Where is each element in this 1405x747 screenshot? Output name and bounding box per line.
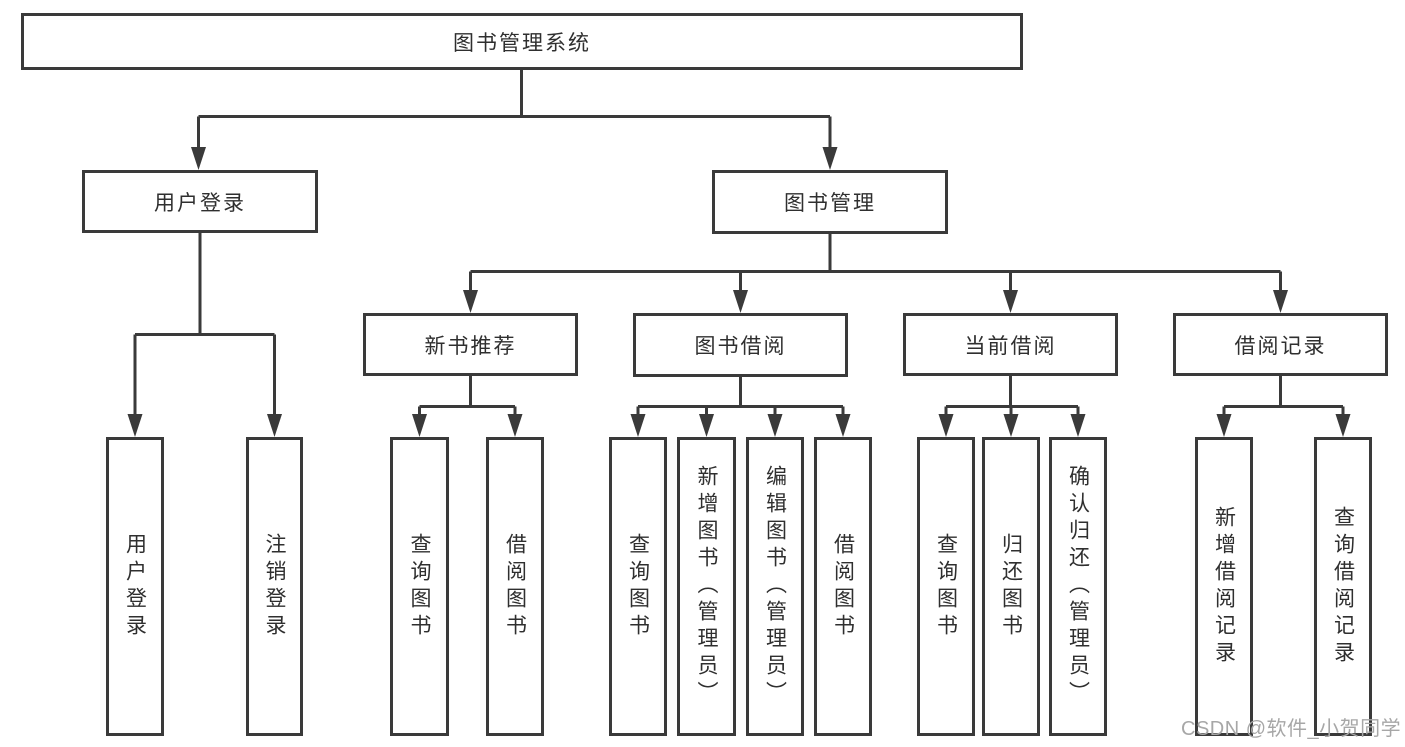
leaf-label: 确认归还（管理员） [1066, 465, 1090, 708]
leaf-query-books-current: 查询图书 [917, 437, 975, 736]
leaf-label: 注销登录 [263, 532, 286, 641]
node-user-login: 用户登录 [82, 170, 318, 233]
node-label: 图书借阅 [694, 335, 787, 358]
leaf-label: 借阅图书 [503, 532, 527, 641]
leaf-label: 查询借阅记录 [1331, 505, 1355, 668]
leaf-label: 查询图书 [626, 532, 650, 641]
leaf-label: 归还图书 [999, 532, 1023, 641]
leaf-logout: 注销登录 [246, 437, 303, 736]
leaf-confirm-return-admin: 确认归还（管理员） [1049, 437, 1107, 736]
node-label: 图书管理 [784, 192, 876, 215]
leaf-borrow-books-borrow: 借阅图书 [814, 437, 872, 736]
leaf-add-borrow-record: 新增借阅记录 [1195, 437, 1253, 736]
node-label: 借阅记录 [1234, 334, 1327, 358]
node-label: 当前借阅 [964, 334, 1057, 358]
node-label: 新书推荐 [424, 334, 517, 358]
node-label: 用户登录 [154, 191, 246, 215]
leaf-edit-books-admin: 编辑图书（管理员） [746, 437, 804, 736]
leaf-query-books-borrow: 查询图书 [609, 437, 667, 736]
leaf-return-books: 归还图书 [982, 437, 1040, 736]
node-library-management-system: 图书管理系统 [21, 13, 1023, 70]
leaf-label: 用户登录 [123, 532, 147, 641]
leaf-user-login: 用户登录 [106, 437, 164, 736]
csdn-watermark: CSDN @软件_小贺同学 [1181, 718, 1402, 740]
node-borrowing-records: 借阅记录 [1173, 313, 1388, 376]
node-current-borrowing: 当前借阅 [903, 313, 1118, 376]
leaf-label: 查询图书 [934, 532, 958, 641]
node-book-management: 图书管理 [712, 170, 948, 234]
leaf-label: 编辑图书（管理员） [763, 465, 787, 708]
leaf-label: 新增图书（管理员） [695, 465, 718, 708]
leaf-label: 新增借阅记录 [1212, 505, 1236, 668]
leaf-query-borrow-record: 查询借阅记录 [1314, 437, 1372, 736]
node-book-borrowing: 图书借阅 [633, 313, 848, 377]
leaf-label: 查询图书 [408, 532, 431, 641]
leaf-borrow-books-newbook: 借阅图书 [486, 437, 544, 736]
node-label: 图书管理系统 [453, 31, 591, 55]
node-new-book-recommendation: 新书推荐 [363, 313, 578, 376]
leaf-add-books-admin: 新增图书（管理员） [677, 437, 736, 736]
leaf-query-books-newbook: 查询图书 [390, 437, 449, 736]
leaf-label: 借阅图书 [831, 532, 855, 641]
